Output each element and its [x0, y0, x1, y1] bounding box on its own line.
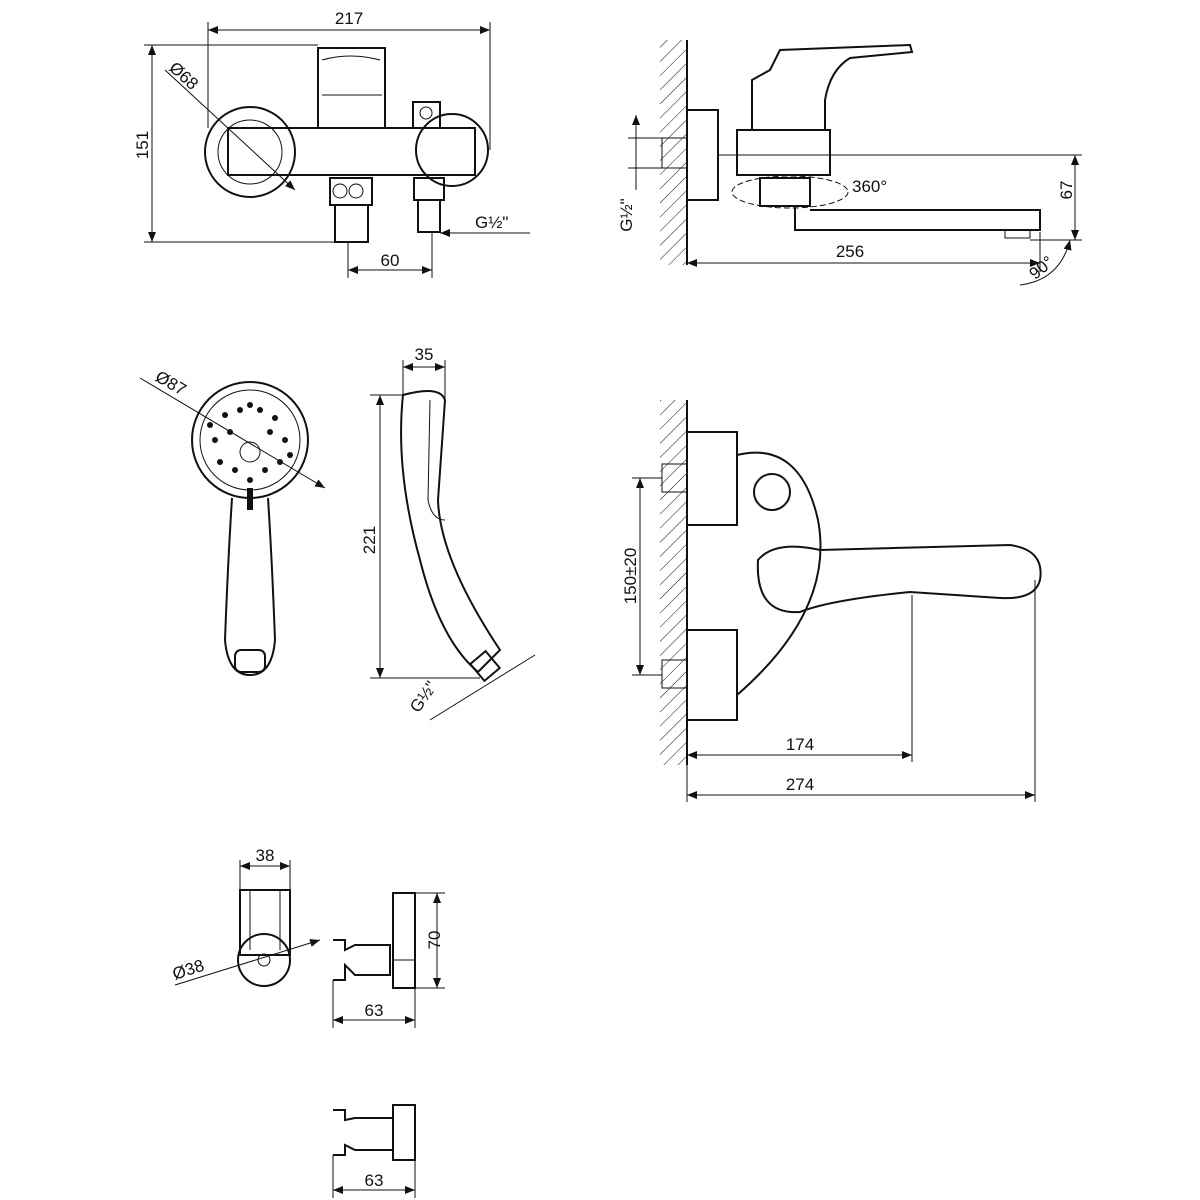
dim-handle-reach: 174 [786, 735, 814, 754]
dim-depth: 35 [415, 345, 434, 364]
mixer-side-view [628, 40, 1082, 286]
dim-rotation: 360° [852, 177, 887, 196]
dim-head-diameter: Ø87 [152, 367, 189, 400]
dim-holder-width: 38 [256, 846, 275, 865]
dim-holder-diameter: Ø38 [170, 956, 206, 984]
holder-alt-view [332, 1104, 416, 1198]
dim-total-depth: 274 [786, 775, 814, 794]
dim-connection-spacing: 150±20 [621, 548, 640, 605]
dim-length: 221 [360, 526, 379, 554]
dim-side-thread: G½" [617, 198, 636, 231]
mixer-front-view [144, 22, 530, 278]
mixer-top-view [632, 400, 1042, 802]
dim-height: 151 [133, 131, 152, 159]
dim-spout-length: 256 [836, 242, 864, 261]
hand-shower-views [139, 360, 536, 721]
dim-width: 217 [335, 9, 363, 28]
dim-holder-alt-depth: 63 [365, 1171, 384, 1190]
dim-holder-height: 70 [425, 931, 444, 950]
holder-views [174, 860, 445, 1028]
dim-spout-angle: 90° [1026, 252, 1058, 283]
dim-outlet-spacing: 60 [381, 251, 400, 270]
dim-holder-depth: 63 [365, 1001, 384, 1020]
dim-shower-thread: G½" [406, 678, 441, 716]
dim-flange-diameter: Ø68 [165, 58, 202, 94]
dim-thread: G½" [475, 213, 508, 232]
dim-spout-height: 67 [1057, 181, 1076, 200]
